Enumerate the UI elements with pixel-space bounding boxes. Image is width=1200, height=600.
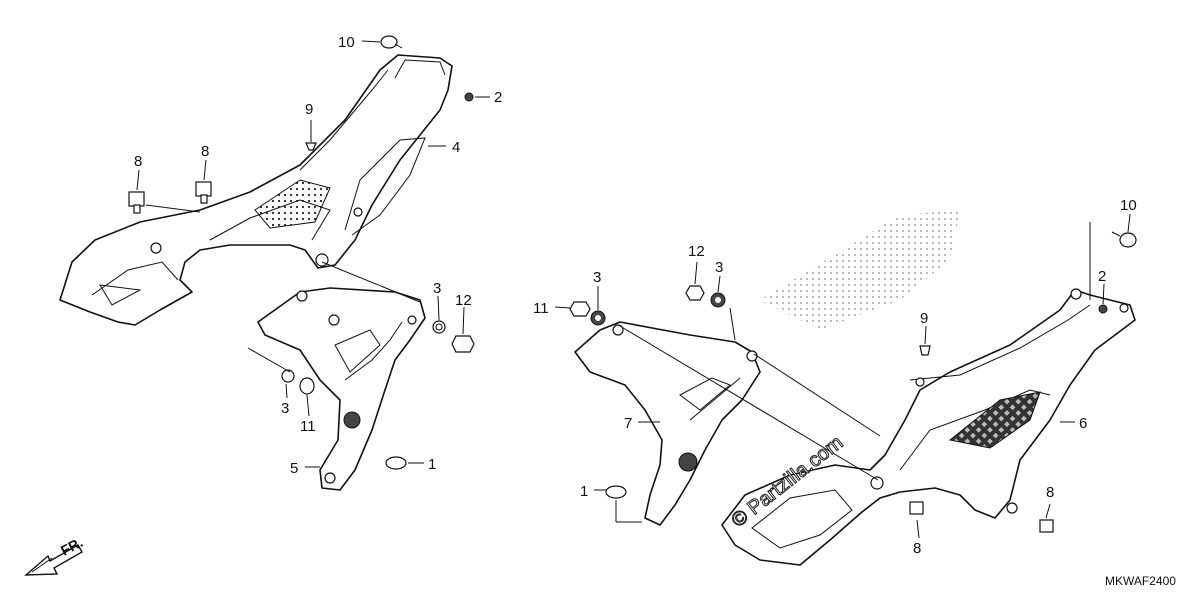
callout-labels-right: 12 3 3 11 10 2 9 7 6 1 8 8 [533, 197, 1137, 557]
callout-11: 11 [300, 418, 316, 435]
callout-10: 10 [338, 34, 355, 51]
callout-1: 1 [580, 483, 588, 500]
callout-6: 6 [1079, 415, 1087, 432]
front-direction-arrow: FR. [24, 534, 85, 576]
callout-10: 10 [1120, 197, 1137, 214]
callout-3: 3 [593, 269, 601, 286]
callout-labels-left: 10 2 9 4 8 8 3 12 3 11 5 1 [134, 34, 502, 477]
callout-3: 3 [715, 259, 723, 276]
callout-8: 8 [134, 153, 142, 170]
watermark-background [760, 210, 960, 330]
left-inner-cover-part-5 [257, 287, 426, 491]
callout-1: 1 [428, 456, 436, 473]
callout-9: 9 [920, 310, 928, 327]
left-hardware [128, 35, 475, 470]
callout-3: 3 [281, 400, 289, 417]
callout-7: 7 [624, 415, 632, 432]
callout-2: 2 [494, 89, 502, 106]
callout-12: 12 [688, 243, 705, 260]
callout-2: 2 [1098, 268, 1106, 285]
right-inner-cover-part-7 [574, 321, 761, 526]
callout-3: 3 [433, 280, 441, 297]
callout-8: 8 [913, 540, 921, 557]
right-hardware [569, 231, 1137, 533]
callout-4: 4 [452, 139, 460, 156]
right-side-cover-part-6 [721, 288, 1136, 566]
callout-11: 11 [533, 300, 549, 317]
callout-12: 12 [455, 292, 472, 309]
left-side-cover-part-4 [59, 54, 453, 326]
callout-9: 9 [305, 101, 313, 118]
callout-8: 8 [1046, 484, 1054, 501]
diagram-code: MKWAF2400 [1105, 574, 1176, 588]
callout-5: 5 [290, 460, 298, 477]
callout-8: 8 [201, 143, 209, 160]
right-leader-lines [554, 213, 1131, 539]
left-leader-lines [136, 40, 490, 468]
